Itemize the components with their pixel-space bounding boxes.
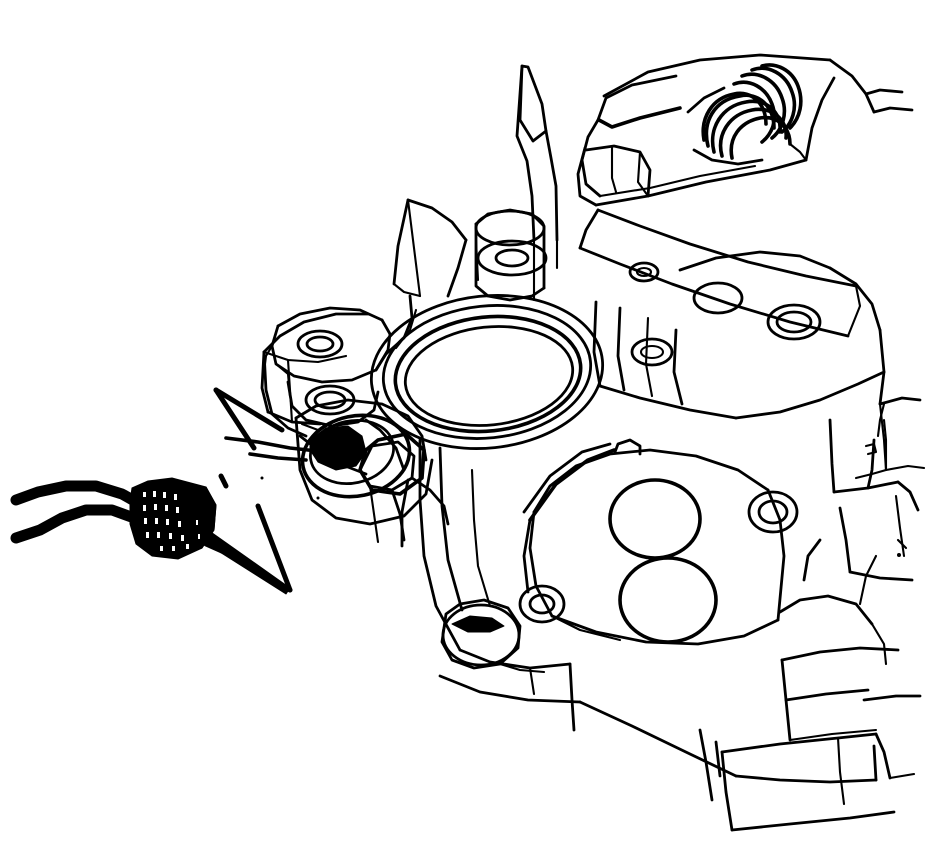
upper-bolt-boss bbox=[474, 208, 548, 302]
flange-rib bbox=[384, 294, 418, 356]
main-bore-opening bbox=[369, 294, 605, 450]
lower-stepped-boss bbox=[698, 646, 922, 832]
lower-mounting-pad bbox=[518, 438, 799, 646]
left-mounting-flange bbox=[262, 306, 392, 438]
coil-spring-pair bbox=[686, 63, 803, 166]
crankshaft-position-sensor bbox=[294, 398, 450, 544]
bottom-skirt bbox=[438, 662, 878, 784]
mid-right-shelf bbox=[778, 538, 888, 666]
right-side-wall bbox=[734, 370, 920, 582]
upper-bracket-tab bbox=[515, 64, 559, 302]
stray-detail-marks bbox=[260, 442, 901, 557]
upper-right-edges bbox=[788, 58, 914, 162]
upper-flange-face bbox=[578, 208, 862, 420]
upper-curved-tube bbox=[576, 53, 832, 207]
lower-left-region bbox=[298, 418, 572, 674]
diagonal-rib bbox=[522, 442, 616, 594]
sensor-leader-line bbox=[224, 436, 328, 462]
electrical-connector bbox=[10, 477, 291, 595]
